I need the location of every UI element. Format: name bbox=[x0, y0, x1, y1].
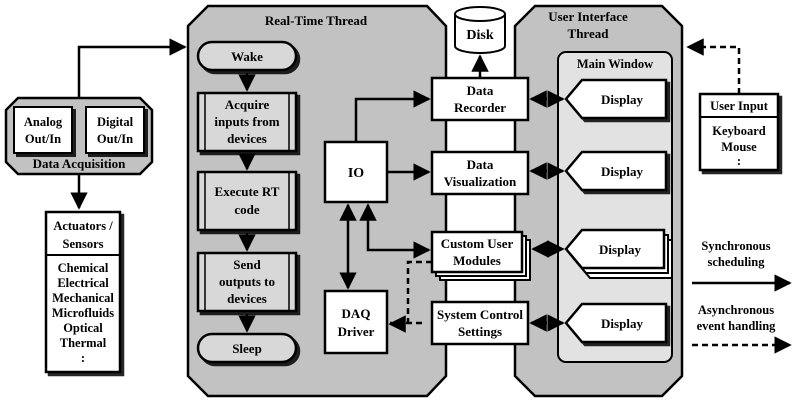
io-connections bbox=[339, 54, 489, 290]
analog-label-2: Out/In bbox=[25, 132, 61, 146]
svg-text:code: code bbox=[234, 202, 260, 217]
legend-sync-2: scheduling bbox=[708, 255, 766, 269]
data-recorder-label-2: Recorder bbox=[454, 100, 506, 115]
legend-async-2: event handling bbox=[697, 319, 777, 333]
wake-label: Wake bbox=[231, 49, 263, 64]
display-custom-modules: Display bbox=[564, 228, 673, 279]
sleep-label: Sleep bbox=[232, 341, 262, 356]
svg-text:Optical: Optical bbox=[63, 321, 103, 335]
module-display-async-arrows bbox=[529, 90, 565, 332]
async-internal-arrows bbox=[388, 260, 432, 333]
svg-text:Modules: Modules bbox=[453, 253, 501, 268]
digital-label-2: Out/In bbox=[97, 132, 133, 146]
svg-text:Microfluids: Microfluids bbox=[52, 306, 114, 320]
ui-thread-title-2: Thread bbox=[568, 26, 610, 41]
daq-label-2: Driver bbox=[338, 324, 375, 339]
svg-text:Display: Display bbox=[601, 92, 643, 107]
svg-text:devices: devices bbox=[227, 131, 267, 146]
svg-text::: : bbox=[737, 154, 741, 168]
ui-thread-title-1: User Interface bbox=[548, 9, 628, 24]
wake-state bbox=[196, 40, 298, 72]
display-visualization: Display bbox=[564, 150, 668, 192]
user-input-box: User Input Keyboard Mouse : bbox=[698, 92, 780, 172]
svg-text:User Input: User Input bbox=[710, 99, 769, 113]
disk-label: Disk bbox=[466, 28, 493, 43]
data-visualization-box bbox=[430, 150, 530, 196]
daq-connections bbox=[70, 38, 187, 210]
svg-text:Chemical: Chemical bbox=[58, 261, 109, 275]
svg-text:Display: Display bbox=[601, 164, 643, 179]
svg-text:devices: devices bbox=[227, 291, 267, 306]
display-recorder: Display bbox=[564, 78, 668, 120]
display-system-control: Display bbox=[564, 302, 668, 344]
svg-text:outputs to: outputs to bbox=[219, 274, 275, 289]
execute-rt-box: Execute RT code bbox=[196, 170, 298, 232]
data-recorder-label-1: Data bbox=[467, 83, 494, 98]
svg-text:Display: Display bbox=[601, 316, 643, 331]
legend-async-1: Asynchronous bbox=[698, 303, 774, 317]
legend-sync-1: Synchronous bbox=[701, 239, 770, 253]
digital-label-1: Digital bbox=[97, 115, 134, 129]
send-outputs-box: Send outputs to devices bbox=[196, 251, 298, 313]
data-visualization-label-1: Data bbox=[467, 157, 494, 172]
io-label: IO bbox=[348, 166, 364, 181]
svg-text:Mouse: Mouse bbox=[721, 140, 757, 154]
system-control-box bbox=[430, 300, 530, 346]
disk-icon: Disk bbox=[454, 6, 506, 54]
acquire-inputs-box: Acquire inputs from devices bbox=[196, 91, 298, 153]
svg-text:Execute RT: Execute RT bbox=[215, 184, 280, 199]
daq-label-1: DAQ bbox=[342, 306, 371, 321]
svg-text:Actuators /: Actuators / bbox=[53, 219, 113, 233]
svg-text:Thermal: Thermal bbox=[60, 336, 107, 350]
svg-text:Acquire: Acquire bbox=[225, 97, 270, 112]
svg-text:Sensors: Sensors bbox=[63, 237, 104, 251]
svg-text:Mechanical: Mechanical bbox=[52, 291, 114, 305]
analog-label-1: Analog bbox=[24, 115, 63, 129]
main-window-title: Main Window bbox=[577, 57, 653, 71]
data-acquisition-title: Data Acquisition bbox=[33, 156, 127, 171]
custom-user-modules-box: Custom User Modules bbox=[430, 230, 531, 281]
daq-driver-box bbox=[323, 289, 389, 355]
svg-text:Custom User: Custom User bbox=[441, 236, 514, 251]
svg-text:Electrical: Electrical bbox=[57, 276, 109, 290]
legend: Synchronous scheduling Asynchronous even… bbox=[692, 239, 792, 354]
svg-text::: : bbox=[81, 351, 85, 365]
actuators-sensors-box: Actuators / Sensors Chemical Electrical … bbox=[44, 210, 122, 374]
svg-text:Keyboard: Keyboard bbox=[712, 124, 766, 138]
analog-io-box bbox=[13, 106, 73, 154]
system-control-label-2: Settings bbox=[458, 324, 502, 339]
sleep-state bbox=[196, 332, 298, 364]
svg-text:inputs from: inputs from bbox=[214, 114, 279, 129]
svg-text:Display: Display bbox=[599, 242, 641, 257]
digital-io-box bbox=[85, 106, 145, 154]
data-visualization-label-2: Visualization bbox=[444, 174, 517, 189]
svg-text:Send: Send bbox=[233, 257, 261, 272]
real-time-thread-title: Real-Time Thread bbox=[265, 13, 368, 28]
user-input-arrow bbox=[686, 38, 741, 94]
data-recorder-box bbox=[430, 76, 530, 122]
main-window-panel bbox=[557, 51, 673, 363]
system-control-label-1: System Control bbox=[437, 307, 523, 322]
